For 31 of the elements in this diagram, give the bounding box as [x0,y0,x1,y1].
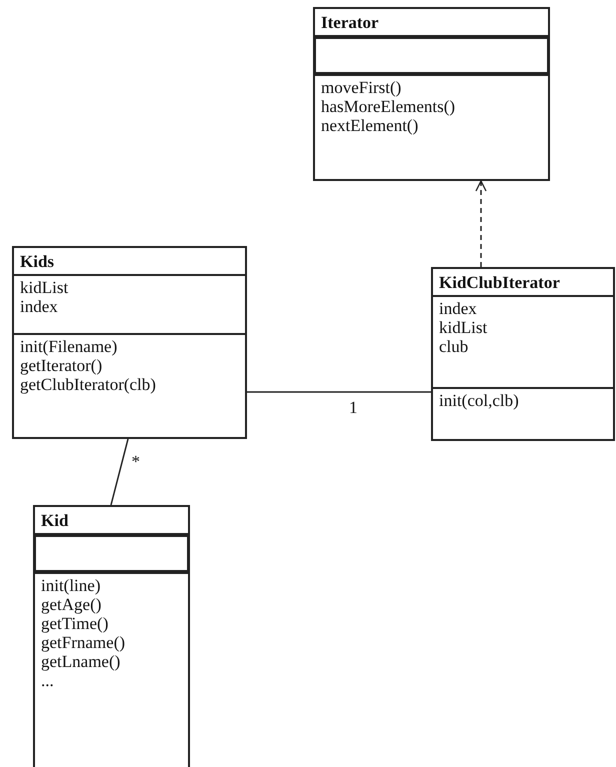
class-name: Kid [35,507,188,535]
class-box [431,267,615,441]
method: init(Filename) [20,337,118,356]
method: getAge() [41,595,102,614]
class-name: KidClubIterator [433,269,613,297]
class-name: Kids [14,248,245,276]
class-box [33,505,190,767]
method: getFrname() [41,633,126,652]
method: nextElement() [321,116,418,135]
attribute: index [20,297,58,316]
class-name: Iterator [315,9,548,37]
method: init(col,clb) [439,391,519,410]
method: ... [41,671,54,690]
association-line [247,391,431,393]
method: moveFirst() [321,78,402,97]
class-box [313,7,550,181]
dependency-arrow [475,180,487,267]
association-line [110,438,129,506]
attribute: index [439,299,477,318]
attribute: club [439,337,468,356]
method: hasMoreElements() [321,97,456,116]
method: getTime() [41,614,108,633]
method: getClubIterator(clb) [20,375,156,394]
attribute-compartment [35,535,188,572]
attribute: kidList [439,318,488,337]
method: getIterator() [20,356,102,375]
method: init(line) [41,576,100,595]
attribute-compartment [315,37,548,74]
method: getLname() [41,652,120,671]
class-box [12,246,247,439]
attribute: kidList [20,278,68,297]
